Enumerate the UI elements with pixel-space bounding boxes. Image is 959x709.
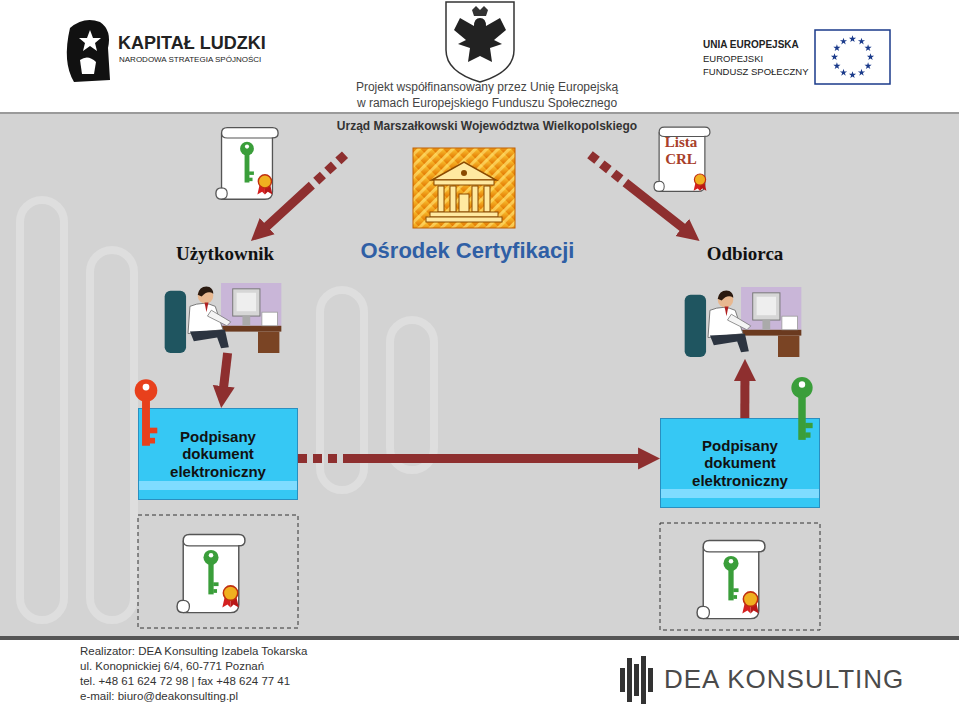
- certification-authority-text: Ośrodek Certyfikacji: [361, 238, 575, 263]
- certification-building-icon: [413, 148, 515, 228]
- crl-seal: [694, 174, 707, 191]
- attached-certificate-frame: [660, 523, 820, 630]
- eagle-emblem: [446, 2, 514, 82]
- user-text: Użytkownik: [176, 243, 274, 265]
- eu-star: [840, 69, 847, 76]
- project-note: w ramach Europejskiego Funduszu Społeczn…: [247, 96, 727, 110]
- footer-address: Realizator: DEA Konsulting Izabela Tokar…: [80, 645, 307, 659]
- attached-certificate: [177, 534, 245, 612]
- project-note: Urząd Marszałkowski Województwa Wielkopo…: [247, 119, 727, 133]
- flow-arrow: [261, 155, 345, 232]
- user: Użytkownik: [160, 241, 290, 353]
- eu-subtitle: FUNDUSZ SPOŁECZNY: [703, 66, 809, 77]
- crl-list: Lista CRL: [651, 130, 711, 186]
- eu-star: [867, 53, 874, 60]
- footer-address: e-mail: biuro@deakonsulting.pl: [80, 690, 238, 704]
- eu-star: [864, 44, 871, 51]
- eu-subtitle: EUROPEJSKI: [703, 53, 763, 64]
- eu-star: [849, 35, 856, 42]
- flow-arrow: [740, 373, 749, 418]
- signed-document: Podpisany dokument elektroniczny: [660, 418, 820, 508]
- crl-list-text: Lista CRL: [657, 134, 705, 169]
- user-at-computer: [165, 283, 282, 353]
- logo-title: KAPITAŁ LUDZKI: [118, 33, 266, 55]
- eu-star: [833, 62, 840, 69]
- signed-document-text: Podpisany dokument elektroniczny: [681, 437, 799, 489]
- flow-arrow: [223, 353, 228, 394]
- eu-flag: [815, 30, 890, 84]
- eu-star: [864, 62, 871, 69]
- footer-rule: [0, 636, 959, 640]
- logo-subtitle: NARODOWA STRATEGIA SPÓJNOŚCI: [119, 55, 261, 65]
- crl-scroll: [654, 127, 710, 191]
- certification-authority: Ośrodek Certyfikacji: [345, 145, 590, 267]
- kapital-ludzki-logo: [67, 20, 110, 82]
- recipient-at-computer: [685, 287, 802, 357]
- user-certificate: [216, 128, 278, 200]
- eu-star: [840, 38, 847, 45]
- eu-star: [849, 71, 856, 78]
- project-note: Projekt współfinansowany przez Unię Euro…: [247, 80, 727, 94]
- header-rule: [0, 112, 959, 114]
- flow-arrow: [298, 454, 646, 463]
- recipient-text: Odbiorca: [707, 243, 784, 265]
- company-logo-text: DEA KONSULTING: [664, 664, 904, 695]
- eu-star: [831, 53, 838, 60]
- watermark: [20, 200, 434, 620]
- eu-title: UNIA EUROPEJSKA: [703, 39, 799, 51]
- eu-star: [833, 44, 840, 51]
- eu-star: [858, 38, 865, 45]
- footer-address: tel. +48 61 624 72 98 | fax +48 624 77 4…: [80, 675, 290, 689]
- recipient: Odbiorca: [680, 241, 810, 359]
- attached-certificate: [697, 540, 765, 618]
- signed-document: Podpisany dokument elektroniczny: [138, 408, 298, 500]
- body-band: [0, 114, 959, 637]
- dea-logo-bars: [620, 656, 653, 704]
- signed-document-text: Podpisany dokument elektroniczny: [159, 428, 277, 480]
- attached-certificate-frame: [138, 515, 298, 628]
- eu-star: [858, 69, 865, 76]
- footer-address: ul. Konopnickiej 6/4, 60-771 Poznań: [80, 660, 264, 674]
